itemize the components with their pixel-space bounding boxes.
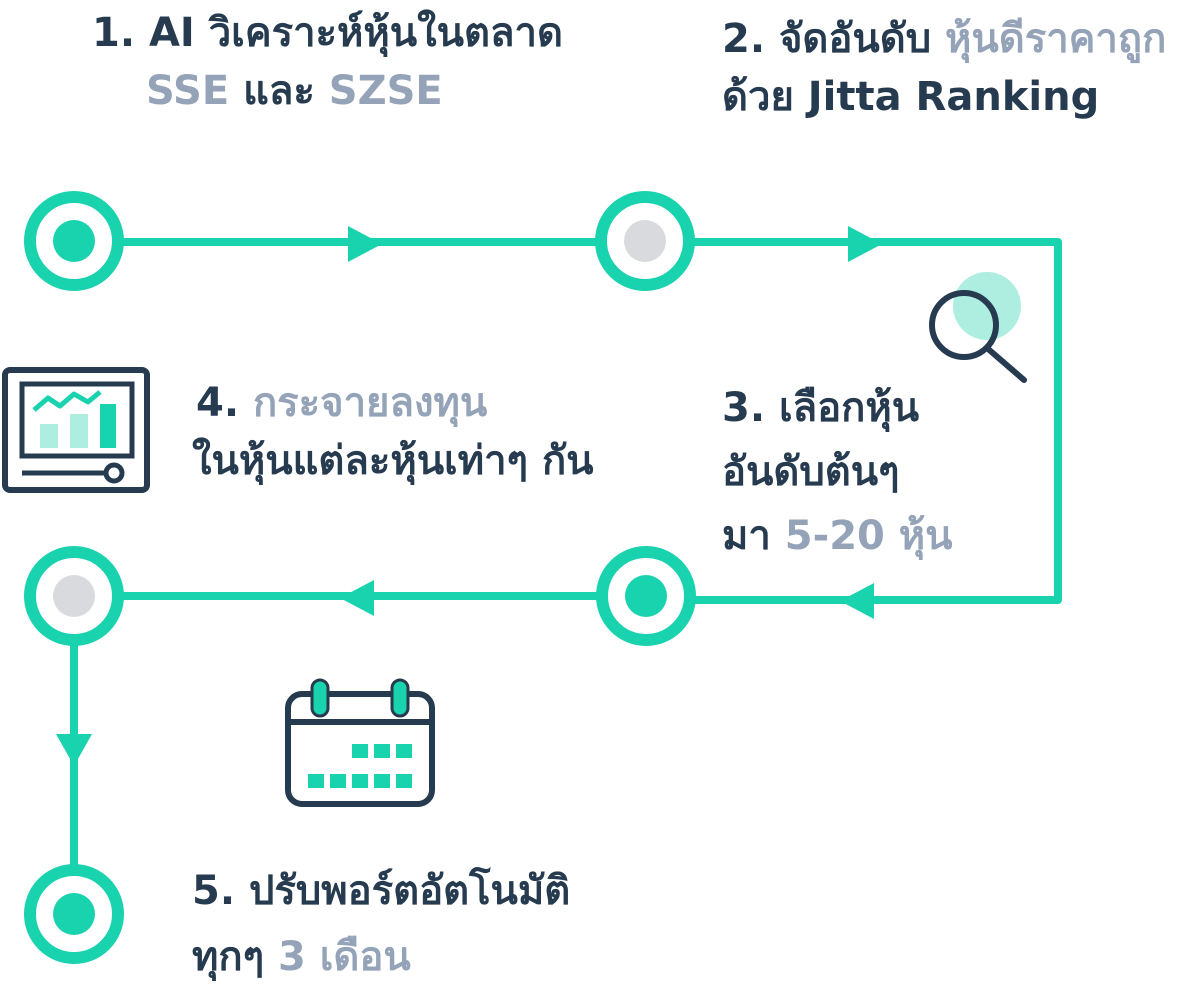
step-4-highlight: กระจายลงทุน — [252, 380, 488, 426]
step-5-label: 5. ปรับพอร์ตอัตโนมัติ ทุกๆ 3 เดือน — [192, 858, 570, 990]
step-4-line-1: 4. กระจายลงทุน — [196, 380, 488, 426]
step-5-line-2: ทุกๆ 3 เดือน — [192, 934, 411, 980]
arrow-right-1 — [348, 226, 382, 262]
node-step-1 — [24, 191, 124, 291]
arrow-left-2 — [340, 580, 374, 616]
node-step-4 — [24, 546, 124, 646]
step-3-line-1: 3. เลือกหุ้น — [722, 385, 920, 431]
step-4-line-2: ในหุ้นแต่ละหุ้นเท่าๆ กัน — [192, 438, 594, 484]
monitor-chart-icon — [2, 367, 150, 493]
step-3-line-2: อันดับต้นๆ — [722, 449, 900, 495]
flow-arrows — [56, 226, 882, 766]
step-1-sse: SSE — [146, 68, 230, 114]
step-2-line-1: 2. จัดอันดับ หุ้นดีราคาถูก — [722, 16, 1167, 62]
node-step-2 — [595, 191, 695, 291]
step-5-highlight: 3 เดือน — [278, 934, 411, 980]
step-2-label: 2. จัดอันดับ หุ้นดีราคาถูก ด้วย Jitta Ra… — [722, 10, 1166, 126]
step-4-label: 4. กระจายลงทุน ในหุ้นแต่ละหุ้นเท่าๆ กัน — [192, 374, 594, 490]
step-1-line-2: SSE และ SZSE — [146, 68, 443, 114]
step-2-line-2: ด้วย Jitta Ranking — [722, 74, 1100, 120]
step-2-highlight: หุ้นดีราคาถูก — [945, 16, 1167, 62]
node-step-5 — [24, 864, 124, 964]
step-5-line-1: 5. ปรับพอร์ตอัตโนมัติ — [192, 868, 571, 914]
step-1-label: 1. AI วิเคราะห์หุ้นในตลาด SSE และ SZSE — [92, 4, 563, 120]
arrow-left-1 — [840, 583, 874, 619]
step-3-highlight: 5-20 หุ้น — [784, 513, 953, 559]
arrow-down-1 — [56, 734, 92, 766]
node-step-3 — [596, 546, 696, 646]
arrow-right-2 — [848, 226, 882, 262]
step-3-label: 3. เลือกหุ้น อันดับต้นๆ มา 5-20 หุ้น — [722, 376, 953, 568]
step-1-szse: SZSE — [328, 68, 443, 114]
search-magnifier-icon — [929, 272, 1027, 383]
step-1-line-1: 1. AI วิเคราะห์หุ้นในตลาด — [92, 10, 563, 56]
calendar-icon — [285, 678, 435, 807]
step-3-line-3: มา 5-20 หุ้น — [722, 513, 953, 559]
